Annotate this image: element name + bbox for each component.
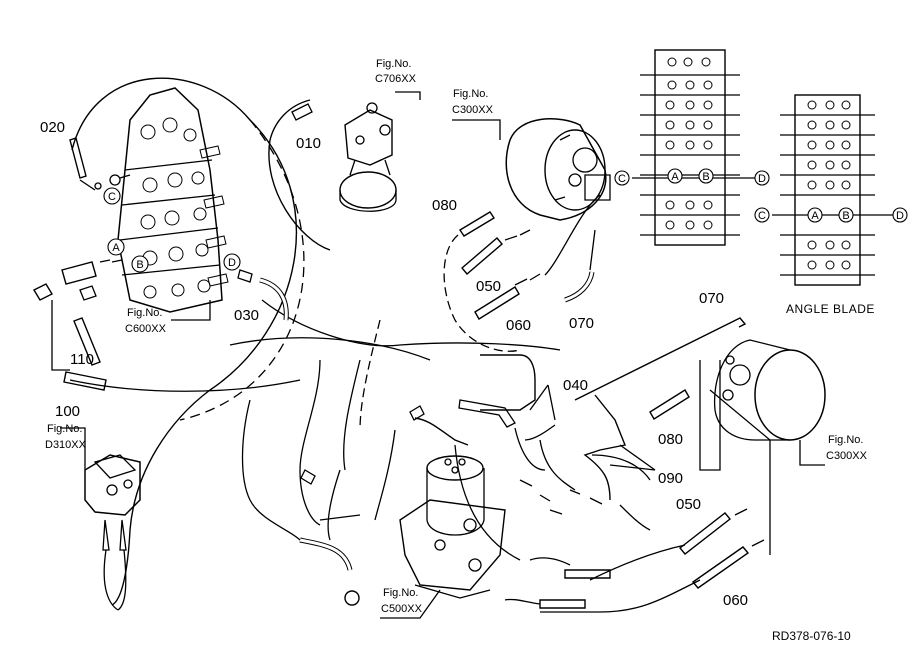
hose-bottom-center-1 xyxy=(564,569,611,579)
hose-070-top xyxy=(564,271,595,303)
hose-050-right xyxy=(678,512,732,555)
hose-050-top xyxy=(461,237,503,275)
part-label-060-top: 060 xyxy=(506,317,531,334)
fig-ref-d310-line1: Fig.No. xyxy=(47,423,82,435)
port-d-circle-lower xyxy=(892,207,908,223)
port-b-label-main: B xyxy=(136,259,143,271)
part-label-090: 090 xyxy=(658,470,683,487)
part-label-070-right: 070 xyxy=(699,290,724,307)
port-d-circle-upper xyxy=(754,170,770,186)
part-label-060-right: 060 xyxy=(723,592,748,609)
part-label-100: 100 xyxy=(55,403,80,420)
fig-ref-c500-line1: Fig.No. xyxy=(383,587,418,599)
part-label-110: 110 xyxy=(70,351,94,368)
port-d-label-main: D xyxy=(228,257,236,269)
hose-080-top xyxy=(459,211,495,237)
fig-ref-c300-right-line2: C300XX xyxy=(826,450,868,462)
hose-020 xyxy=(69,137,87,179)
hose-070-right xyxy=(574,317,747,401)
hose-bottom-center-2 xyxy=(539,599,586,609)
control-valve-side-view xyxy=(632,49,760,246)
part-label-010: 010 xyxy=(296,135,321,152)
pipe-090 xyxy=(583,394,626,501)
hose-080-right xyxy=(649,389,690,420)
hose-010 xyxy=(268,99,331,251)
port-b-circle-upper xyxy=(698,168,714,184)
fig-ref-c500-line2: C500XX xyxy=(381,603,423,615)
part-label-040: 040 xyxy=(563,377,588,394)
pipe-040 xyxy=(480,354,536,411)
hose-060-right xyxy=(691,546,750,589)
travel-motor-right-drawing xyxy=(713,339,826,441)
pilot-valve-drawing xyxy=(339,102,397,212)
fig-ref-d310-line2: D310XX xyxy=(45,439,87,451)
d310-valve-drawing xyxy=(84,454,141,611)
fig-ref-c706-line2: C706XX xyxy=(375,73,417,85)
port-c-label-lower: C xyxy=(758,210,766,222)
port-b-circle-lower xyxy=(838,207,854,223)
fig-ref-c300-top-line1: Fig.No. xyxy=(453,88,488,100)
port-b-label-lower: B xyxy=(842,210,849,222)
part-label-050-right: 050 xyxy=(676,496,701,513)
port-d-circle-main xyxy=(223,253,241,271)
port-a-label-upper: A xyxy=(671,171,679,183)
port-a-label-main: A xyxy=(112,242,120,254)
part-label-080-right: 080 xyxy=(658,431,683,448)
control-valve-drawing xyxy=(117,87,229,313)
travel-motor-top-drawing xyxy=(505,118,611,221)
port-b-circle-main xyxy=(131,255,149,273)
part-label-050-top: 050 xyxy=(476,278,501,295)
fig-ref-c300-top-line2: C300XX xyxy=(452,104,494,116)
port-a-label-lower: A xyxy=(811,210,819,222)
port-c-circle-lower xyxy=(754,207,770,223)
fig-ref-c300-right-line1: Fig.No. xyxy=(828,434,863,446)
port-a-circle-upper xyxy=(667,168,683,184)
fig-ref-c600-line1: Fig.No. xyxy=(127,307,162,319)
hose-110 xyxy=(73,317,101,366)
part-label-070-top: 070 xyxy=(569,315,594,332)
hose-060-top xyxy=(474,286,520,320)
part-label-080-top: 080 xyxy=(432,197,457,214)
port-c-label-main: C xyxy=(108,191,116,203)
angle-blade-label: ANGLE BLADE xyxy=(786,302,875,316)
fig-ref-c600-line2: C600XX xyxy=(125,323,167,335)
fig-ref-c706-line1: Fig.No. xyxy=(376,58,411,70)
port-c-circle-upper xyxy=(614,170,630,186)
port-b-label-upper: B xyxy=(702,171,709,183)
port-c-circle-main xyxy=(103,187,121,205)
control-valve-side-view-angle-blade xyxy=(772,94,895,286)
port-c-label-upper: C xyxy=(618,173,626,185)
hose-100 xyxy=(63,371,107,391)
port-a-circle-main xyxy=(107,238,125,256)
part-label-030: 030 xyxy=(234,307,259,324)
port-d-label-upper: D xyxy=(758,173,766,185)
hose-loop-left xyxy=(71,77,297,606)
port-d-label-lower: D xyxy=(896,210,904,222)
swivel-joint-drawing xyxy=(399,455,506,599)
drawing-code: RD378-076-10 xyxy=(772,629,851,643)
part-label-020: 020 xyxy=(40,119,65,136)
port-a-circle-lower xyxy=(807,207,823,223)
